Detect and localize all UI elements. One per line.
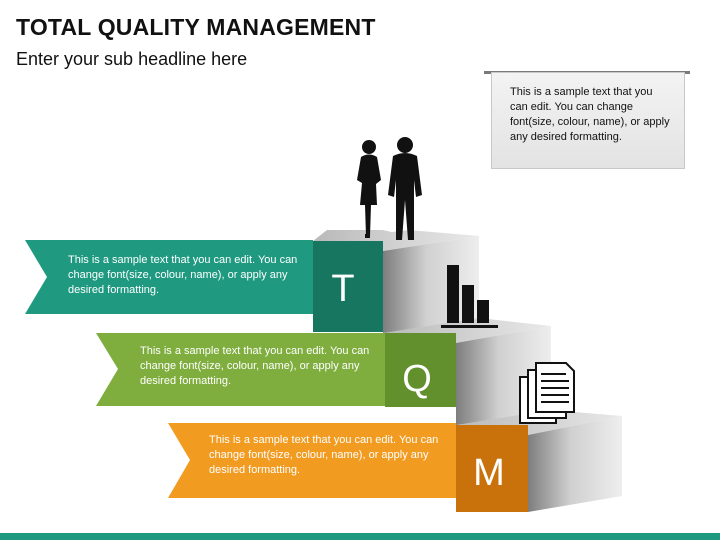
step-letter-q: Q — [402, 358, 432, 400]
note-text: This is a sample text that you can edit.… — [510, 86, 670, 143]
step-letter-t: T — [331, 268, 355, 310]
bar-chart-icon — [441, 265, 498, 328]
ribbon-q — [96, 333, 385, 406]
step-text-t: This is a sample text that you can edit.… — [68, 254, 298, 296]
page-subtitle: Enter your sub headline here — [16, 49, 248, 69]
letter-block-t — [313, 241, 383, 332]
letter-block-m — [456, 425, 528, 512]
ribbon-m — [168, 423, 456, 498]
page-title: TOTAL QUALITY MANAGEMENT — [16, 14, 376, 40]
step-letter-m: M — [473, 452, 505, 494]
step-text-m: This is a sample text that you can edit.… — [209, 434, 439, 476]
step-side-m — [528, 416, 622, 512]
letter-block-q — [385, 333, 456, 407]
note-box — [491, 72, 685, 169]
footer-bar — [0, 533, 720, 540]
step-text-q: This is a sample text that you can edit.… — [140, 345, 370, 387]
people-icon — [357, 137, 422, 240]
ribbon-t — [25, 240, 313, 314]
documents-icon — [519, 362, 575, 424]
